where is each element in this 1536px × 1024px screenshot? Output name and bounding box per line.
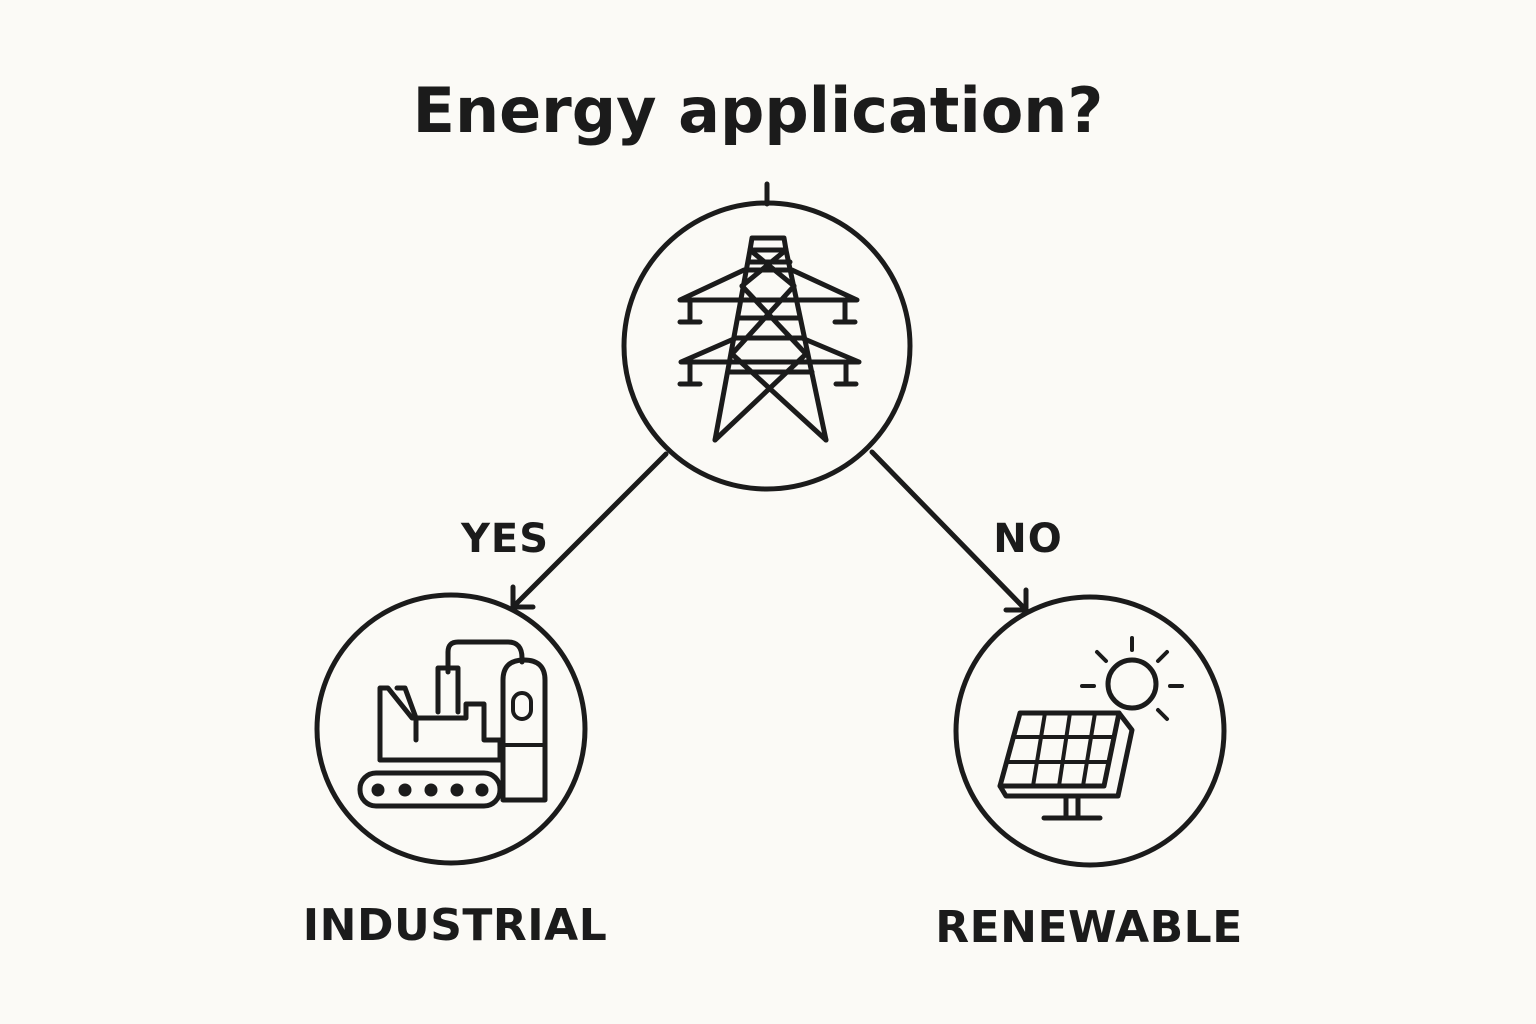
renewable-node: RENEWABLE: [935, 594, 1243, 953]
edge-yes: YES: [460, 451, 669, 610]
power-tower-icon: [677, 235, 862, 443]
diagram-title: Energy application?: [413, 74, 1104, 147]
edge-no-label: NO: [993, 516, 1062, 562]
industrial-node-circle: [314, 592, 588, 866]
root-node-circle: [621, 200, 913, 492]
factory-icon: [357, 639, 548, 809]
edge-yes-line: [510, 451, 669, 610]
renewable-label: RENEWABLE: [935, 902, 1243, 953]
edge-no: NO: [869, 449, 1062, 613]
renewable-node-circle: [953, 594, 1227, 868]
solar-panel-icon: [997, 636, 1184, 821]
industrial-node: INDUSTRIAL: [303, 592, 608, 951]
edge-yes-label: YES: [460, 516, 549, 562]
industrial-label: INDUSTRIAL: [303, 900, 608, 951]
edge-yes-arrowhead: [510, 584, 536, 610]
sun-icon: [1080, 636, 1184, 721]
edge-no-line: [869, 449, 1029, 613]
root-node: [621, 181, 913, 492]
edge-no-arrowhead: [1003, 587, 1029, 613]
